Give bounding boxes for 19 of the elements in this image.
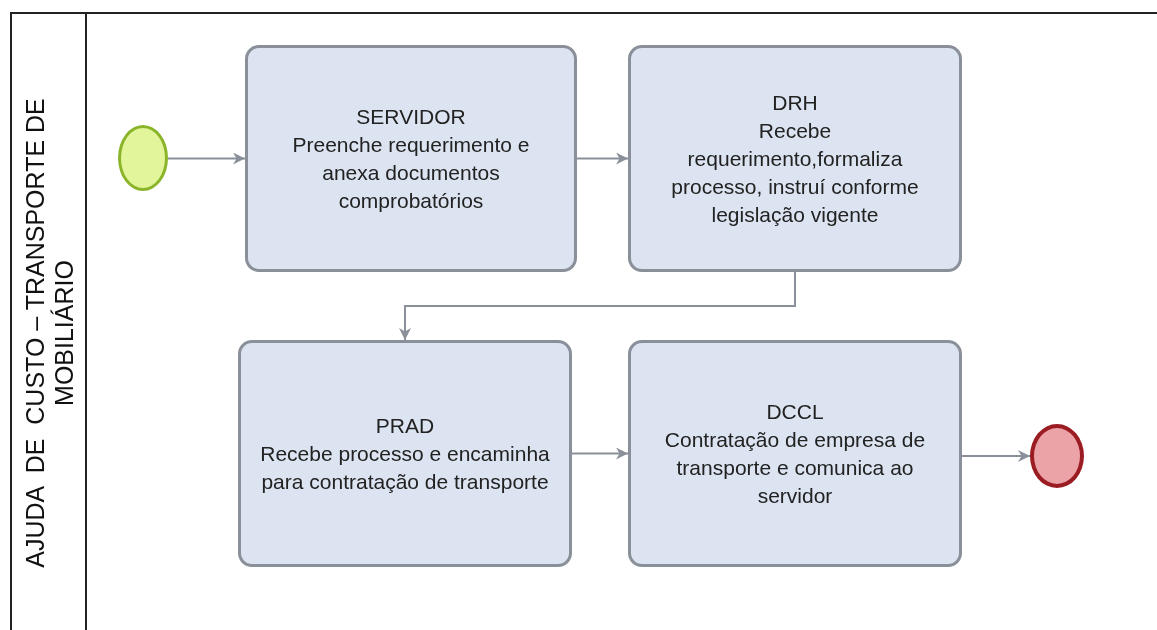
task-title: PRAD <box>375 412 435 439</box>
task-title: DCCL <box>766 398 824 425</box>
arrow <box>167 152 246 165</box>
arrow <box>576 152 629 165</box>
task-box <box>628 340 962 567</box>
lane-label: AJUDA DE CUSTO – TRANSPORTE DE MOBILIÁRIO <box>21 97 79 570</box>
arrow <box>571 447 629 460</box>
arrow <box>961 450 1031 462</box>
task-box <box>628 45 962 272</box>
task-box <box>245 45 577 272</box>
task-description: Preenche requerimento e anexa documentos comprobatórios <box>291 131 531 214</box>
swimlane-pool <box>10 12 1157 630</box>
task-title: SERVIDOR <box>356 103 466 130</box>
arrow <box>399 271 796 341</box>
task-description: Recebe processo e encaminha para contratação de transporte <box>259 440 551 495</box>
task-description: Recebe requerimento,formaliza processo, instruí conforme legislação vigente <box>670 117 920 228</box>
task-title: DRH <box>772 89 818 116</box>
task-box <box>238 340 572 567</box>
task-description: Contratação de empresa de transporte e comunica ao servidor <box>663 426 927 509</box>
